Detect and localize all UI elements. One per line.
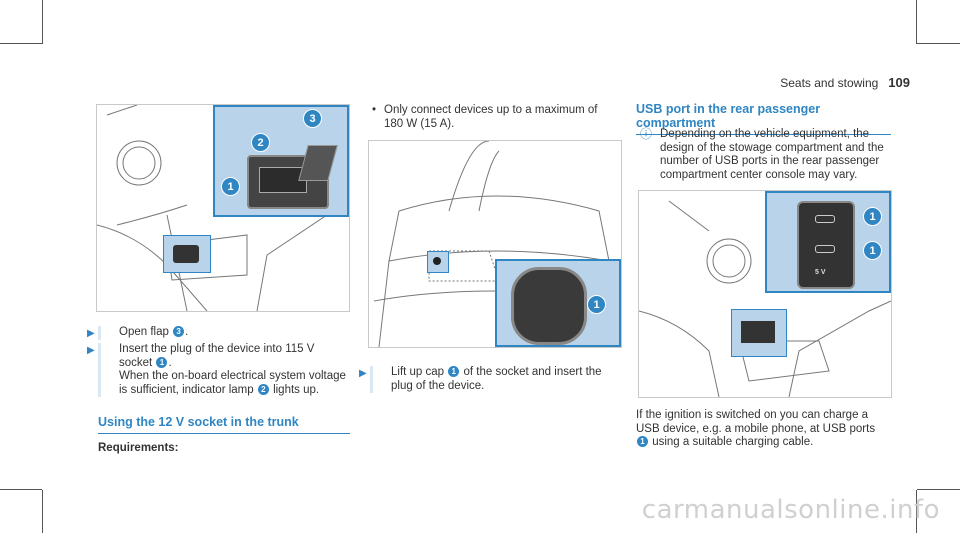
info-note: ⓘ Depending on the vehicle equipment, th… (640, 127, 884, 181)
play-arrow-icon: ▶ (359, 368, 367, 379)
play-arrow-icon: ▶ (87, 345, 95, 356)
play-arrow-icon: ▶ (87, 328, 95, 339)
callout-1: 1 (587, 295, 606, 314)
step-lift-cap: ▶ Lift up cap 1 of the socket and insert… (359, 366, 602, 393)
watermark: carmanualsonline.info (641, 495, 940, 525)
info-icon: ⓘ (640, 127, 653, 141)
callout-1: 1 (863, 207, 882, 226)
crop-mark (42, 0, 43, 44)
usb-charging-text: If the ignition is switched on you can c… (636, 409, 876, 448)
crop-mark (916, 0, 917, 44)
section-title: Seats and stowing (780, 76, 879, 90)
usb-port (815, 245, 835, 253)
callout-2: 2 (251, 133, 270, 152)
requirements-label: Requirements: (98, 442, 179, 454)
center-console-illustration (639, 200, 891, 397)
crop-mark (916, 490, 917, 533)
page-header: Seats and stowing 109 (780, 75, 910, 90)
trunk-figure: 1 (368, 140, 622, 348)
socket-cap (511, 267, 587, 345)
ref-callout: 2 (257, 383, 269, 395)
section-heading-12v: Using the 12 V socket in the trunk (98, 415, 350, 434)
socket-figure-left: 3 2 1 (96, 104, 350, 312)
usb-port (815, 215, 835, 223)
socket-small-dark (173, 245, 199, 263)
ref-callout: 3 (173, 326, 185, 338)
ref-callout: 1 (637, 436, 648, 448)
crop-mark (0, 43, 42, 44)
callout-1: 1 (221, 177, 240, 196)
callout-1: 1 (863, 241, 882, 260)
step-open-flap: ▶ Open flap 3. (87, 326, 189, 340)
section-heading-usb: USB port in the rear passenger compartme… (636, 102, 891, 135)
crop-mark (917, 489, 960, 490)
bullet-dot-icon: • (372, 104, 377, 116)
ref-callout: 1 (156, 356, 168, 368)
max-power-bullet: • Only connect devices up to a maximum o… (372, 104, 598, 130)
usb-voltage-label: 5 V (815, 269, 826, 276)
crop-mark (0, 489, 42, 490)
page-number: 109 (888, 75, 910, 90)
socket-small-dot (433, 257, 441, 265)
usb-figure: 5 V 1 1 (638, 190, 892, 398)
callout-3: 3 (303, 109, 322, 128)
step-insert-plug: ▶ Insert the plug of the device into 115… (87, 343, 346, 397)
usb-small-dark (741, 321, 775, 343)
crop-mark (42, 490, 43, 533)
crop-mark (917, 43, 960, 44)
ref-callout: 1 (448, 366, 460, 378)
